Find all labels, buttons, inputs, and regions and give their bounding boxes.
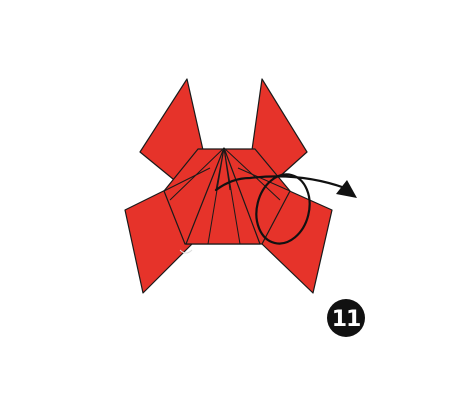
crease-lines	[163, 147, 291, 245]
step-badge-circle	[327, 299, 365, 337]
curved-arrow-icon	[214, 175, 357, 198]
step-number: 11	[332, 307, 361, 332]
center-flap	[185, 147, 261, 245]
circle-highlight-icon	[255, 173, 311, 245]
step-badge: 11	[327, 299, 365, 337]
ghost-mark	[179, 249, 193, 254]
